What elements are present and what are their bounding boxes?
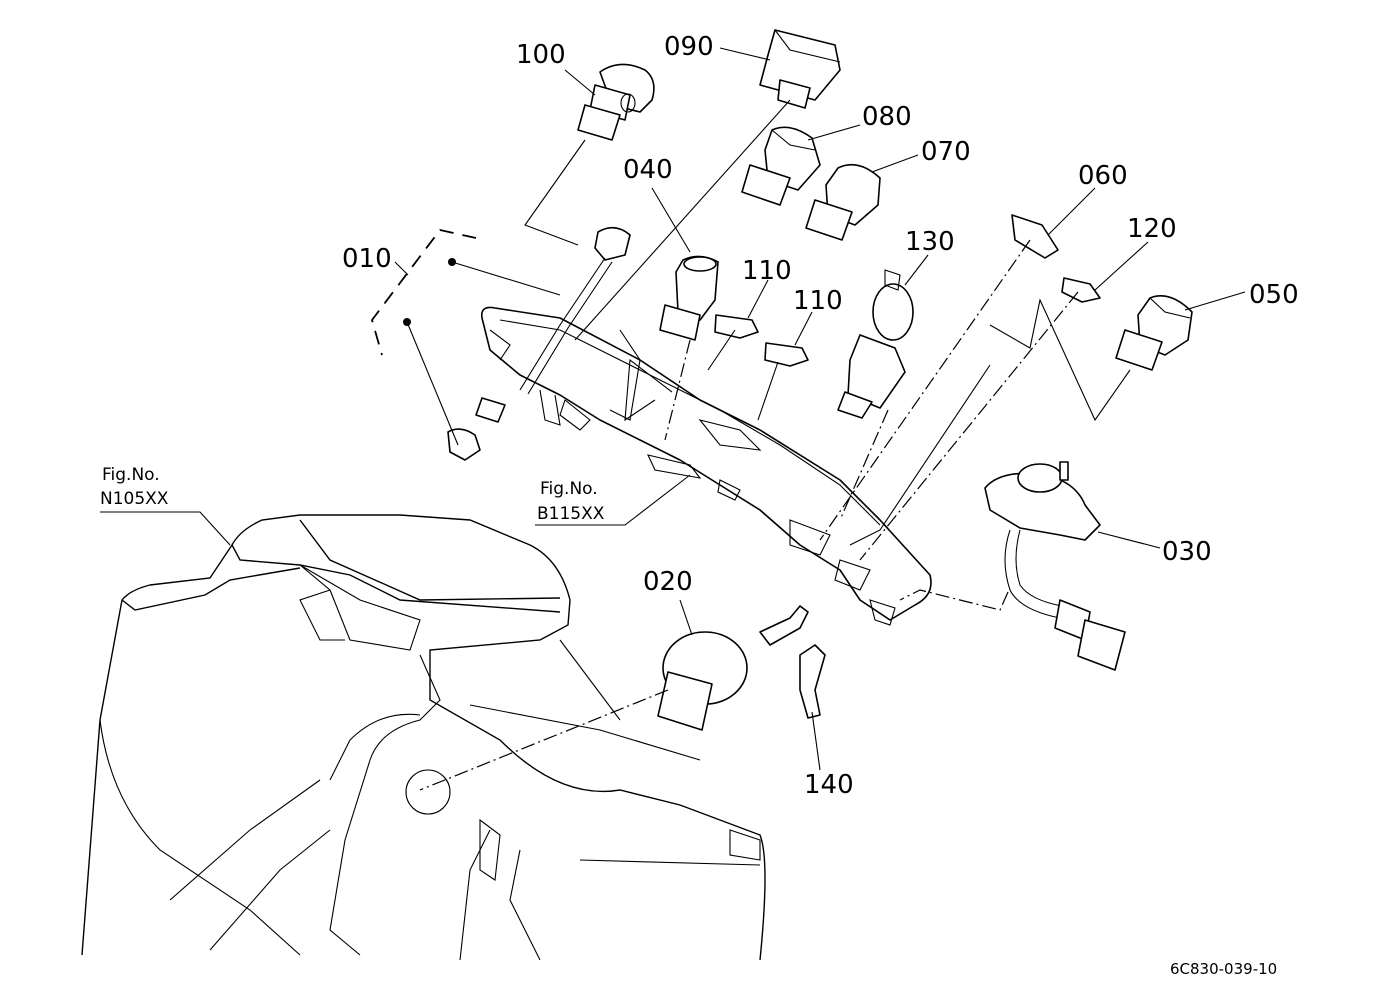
hood-body	[81, 514, 766, 961]
label-010: 010	[342, 244, 392, 274]
part-080-switch	[741, 126, 821, 206]
part-130-socket	[837, 269, 914, 419]
label-120: 120	[1127, 214, 1177, 244]
label-020: 020	[643, 567, 693, 597]
part-010-screw-assembly	[371, 226, 631, 461]
label-080: 080	[862, 102, 912, 132]
label-090: 090	[664, 32, 714, 62]
fig-ref-b115-line2: B115XX	[537, 504, 605, 524]
fig-ref-n105-line2: N105XX	[100, 489, 169, 509]
label-110-a: 110	[742, 256, 792, 286]
part-070-switch	[805, 163, 881, 241]
part-140-keys	[759, 605, 826, 719]
label-100: 100	[516, 40, 566, 70]
figure-references: Fig.No. N105XX Fig.No. B115XX	[100, 465, 605, 524]
part-110-blank-a	[714, 314, 759, 339]
part-050-switch	[1115, 295, 1193, 371]
part-090-switch	[759, 29, 841, 109]
drawing-code: 6C830-039-10	[1170, 960, 1277, 978]
label-110-b: 110	[793, 286, 843, 316]
label-060: 060	[1078, 161, 1128, 191]
part-020-ignition	[657, 631, 748, 731]
label-030: 030	[1162, 537, 1212, 567]
part-110-blank-b	[764, 342, 809, 367]
label-070: 070	[921, 137, 971, 167]
part-060-cap	[1011, 214, 1059, 259]
label-040: 040	[623, 155, 673, 185]
switch-panel-bracket	[480, 306, 932, 626]
part-040-switch	[659, 255, 719, 341]
part-labels: 100 090 080 070 040 060 120 130 110 110 …	[342, 32, 1299, 800]
part-030-switch-harness	[984, 461, 1126, 671]
leader-lines	[100, 47, 1246, 791]
fig-ref-n105-line1: Fig.No.	[102, 465, 160, 485]
label-140: 140	[804, 770, 854, 800]
label-130: 130	[905, 227, 955, 257]
part-100-switch	[577, 63, 655, 141]
label-050: 050	[1249, 280, 1299, 310]
part-120-clip	[1061, 277, 1101, 303]
fig-ref-b115-line1: Fig.No.	[540, 479, 598, 499]
